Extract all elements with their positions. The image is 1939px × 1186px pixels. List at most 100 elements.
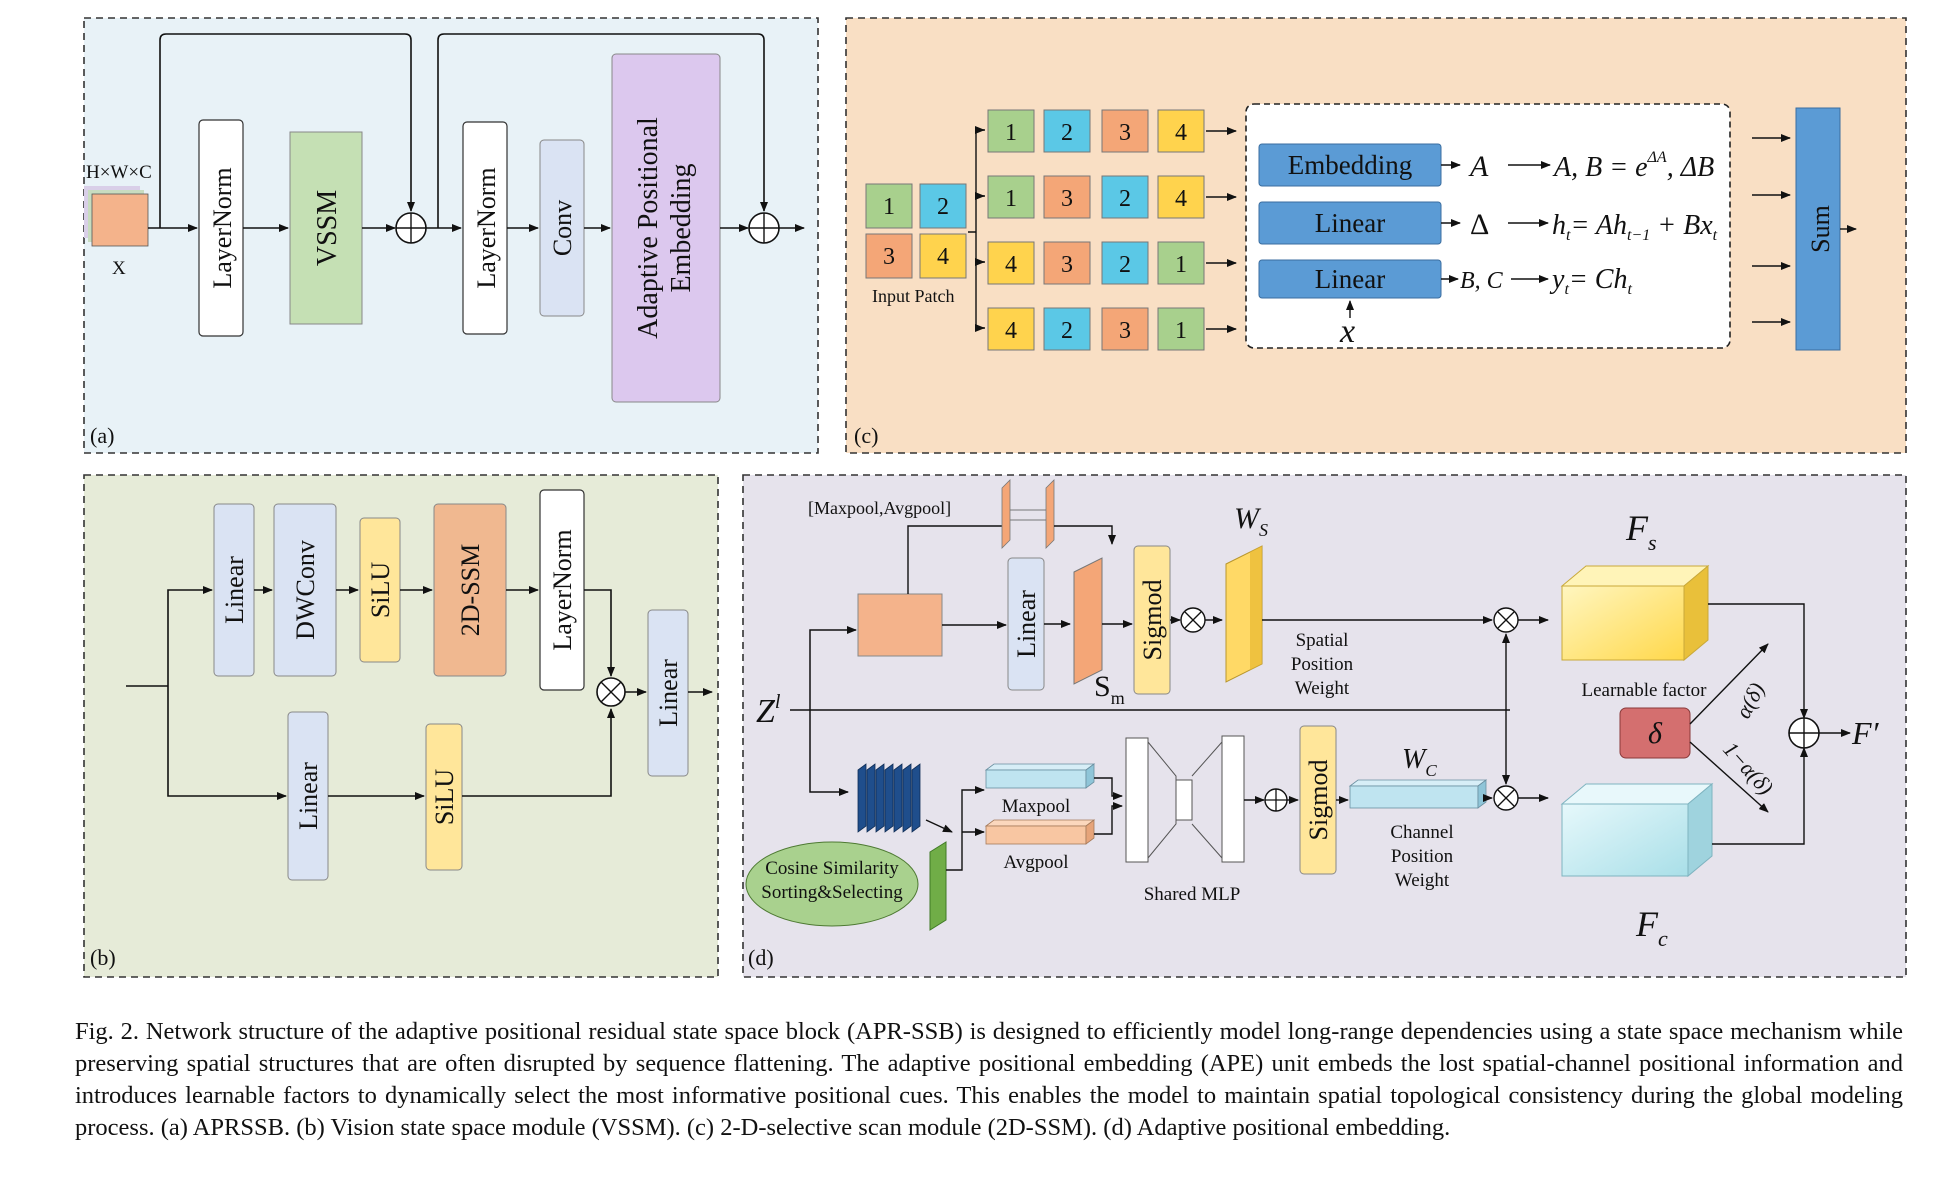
ws-label: WS — [1234, 502, 1268, 540]
wc-label: WC — [1402, 744, 1437, 780]
output-f-prime: F′ — [1851, 715, 1880, 751]
sequence-cell — [1043, 175, 1091, 219]
maxpool-label: Maxpool — [1002, 796, 1071, 817]
cosine-label-1: Cosine Similarity — [765, 858, 899, 879]
sequence-cell-label: 2 — [1061, 120, 1073, 146]
pool-label: [Maxpool,Avgpool] — [808, 498, 951, 518]
eq-a: A — [1468, 150, 1489, 183]
learnable-factor-label: Learnable factor — [1582, 680, 1708, 701]
channel-feature-stack — [857, 763, 921, 833]
panel-b: (b) Linear DWConv SiLU 2D-SSM LayerNorm … — [83, 474, 719, 978]
ape-label-line2: Embedding — [666, 163, 697, 292]
sequence-cell-label: 1 — [1175, 252, 1187, 278]
linear-label-1: Linear — [1315, 208, 1385, 238]
channel-slice — [902, 763, 912, 833]
shared-mlp-label: Shared MLP — [1144, 884, 1241, 905]
eq-x: x — [1339, 313, 1355, 350]
ape-label-line1: Adaptive Positional — [633, 117, 664, 339]
b-linear-bottom-label: Linear — [294, 762, 323, 830]
sequence-cell — [987, 175, 1035, 219]
z-input: Zl — [756, 691, 781, 730]
eq-state-update: ht= Aht−1 + Bxt — [1552, 210, 1718, 244]
vssm-label: VSSM — [312, 190, 343, 266]
channel-slice — [911, 763, 921, 833]
channel-weight-label: Position — [1391, 846, 1454, 867]
panel-a-label: (a) — [90, 423, 114, 448]
sequence-cell-label: 4 — [1175, 120, 1187, 146]
patch-cell: 3 — [883, 244, 895, 270]
sequence-cell-label: 2 — [1061, 318, 1073, 344]
fs-label: Fs — [1625, 508, 1657, 555]
sequence-cell — [987, 307, 1035, 351]
sequence-cell — [1157, 241, 1205, 285]
wc-bar — [1349, 785, 1479, 809]
input-dims-label: H×W×C — [86, 162, 152, 183]
sequence-cell-label: 1 — [1175, 318, 1187, 344]
sequence-cell-label: 4 — [1005, 252, 1017, 278]
sequence-cell-label: 2 — [1119, 186, 1131, 212]
shared-mlp — [1125, 735, 1245, 863]
fs-cube — [1560, 564, 1710, 662]
sm-map — [1073, 557, 1103, 685]
sequence-cell — [1043, 307, 1091, 351]
sequence-cell — [1157, 307, 1205, 351]
input-tensor — [91, 193, 149, 247]
pooled-maps — [1001, 479, 1055, 549]
channel-slice — [857, 763, 867, 833]
silu-top-label: SiLU — [366, 562, 395, 619]
sequence-cell — [1157, 175, 1205, 219]
sequence-cell-label: 1 — [1005, 186, 1017, 212]
sequence-cell — [987, 241, 1035, 285]
patch-cell: 2 — [937, 194, 949, 220]
spatial-feature-map — [857, 593, 943, 657]
panel-c-label: (c) — [854, 423, 878, 448]
conv-label: Conv — [548, 200, 577, 256]
sequence-cell-label: 3 — [1119, 318, 1131, 344]
delta-box — [1619, 707, 1691, 759]
sequence-cell — [1043, 109, 1091, 153]
sequence-cell-label: 3 — [1061, 186, 1073, 212]
channel-weight-label: Channel — [1390, 822, 1453, 843]
cosine-similarity-ellipse — [745, 841, 919, 927]
b-linear-out-label: Linear — [654, 659, 683, 727]
d-linear-label: Linear — [1012, 590, 1041, 658]
eq-output: yt= Cht — [1549, 264, 1632, 298]
channel-slice — [875, 763, 885, 833]
embedding-label: Embedding — [1288, 150, 1412, 180]
channel-slice — [893, 763, 903, 833]
b-linear-top-label: Linear — [220, 556, 249, 624]
sequence-cell-label: 4 — [1175, 186, 1187, 212]
panel-b-frame — [83, 474, 719, 978]
layernorm-1-label: LayerNorm — [208, 167, 237, 288]
sequence-cell — [1101, 307, 1149, 351]
vssm-box — [289, 131, 363, 325]
avgpool-bar — [985, 825, 1087, 845]
sum-box — [1795, 107, 1841, 351]
sequence-cell — [1101, 241, 1149, 285]
eq-bc: B, C — [1460, 268, 1504, 294]
sequence-cell — [987, 109, 1035, 153]
sequence-cell-label: 2 — [1119, 252, 1131, 278]
architecture-diagram: (a) H×W×C X LayerNorm VSSM LayerNorm Con… — [83, 17, 1907, 978]
sum-label: Sum — [1806, 205, 1835, 253]
dwconv-label: DWConv — [291, 540, 320, 640]
ssm2d-label: 2D-SSM — [456, 544, 485, 636]
panel-d: (d) [Maxpool,Avgpool] Zl Linear Sm Sigmo… — [742, 474, 1907, 978]
sigmod-1-label: Sigmod — [1138, 580, 1167, 661]
silu-bottom-box — [425, 723, 463, 871]
sequence-cell-label: 4 — [1005, 318, 1017, 344]
sequence-cell-label: 3 — [1061, 252, 1073, 278]
spatial-weight-label: Position — [1291, 654, 1354, 675]
panel-b-label: (b) — [90, 945, 116, 970]
b-layernorm-label: LayerNorm — [548, 529, 577, 650]
sigmod-2-label: Sigmod — [1304, 760, 1333, 841]
sequence-cell — [1043, 241, 1091, 285]
eq-discretize: A, B = eΔA, ΔB — [1552, 149, 1714, 183]
sequence-cell-label: 3 — [1119, 120, 1131, 146]
sequence-cell — [1101, 109, 1149, 153]
avgpool-label: Avgpool — [1003, 852, 1068, 873]
channel-slice — [866, 763, 876, 833]
delta-label: δ — [1648, 717, 1663, 750]
cosine-label-2: Sorting&Selecting — [761, 882, 903, 903]
patch-cell: 4 — [937, 244, 949, 270]
